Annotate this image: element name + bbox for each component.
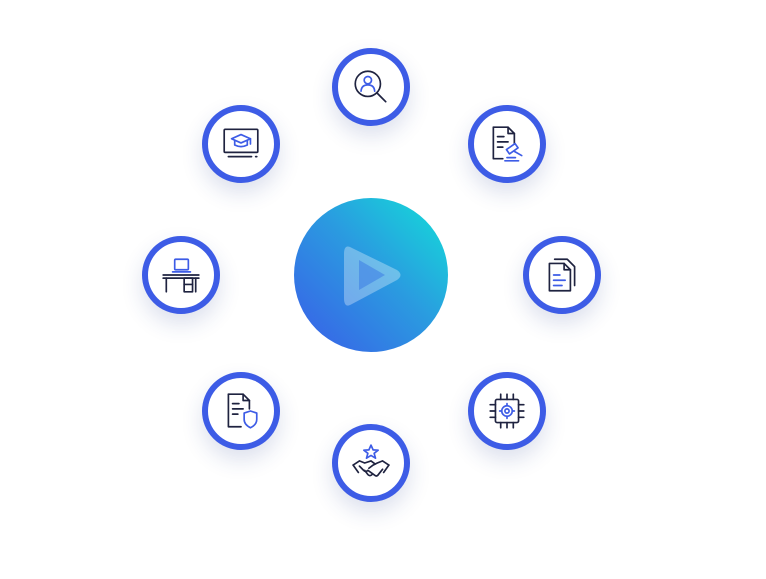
node-workstation[interactable]	[142, 236, 220, 314]
play-icon	[344, 246, 401, 306]
node-handshake[interactable]	[332, 424, 410, 502]
handshake-star-icon	[352, 444, 390, 477]
node-documents[interactable]	[523, 236, 601, 314]
chip-gear-icon	[489, 393, 525, 429]
node-chip-settings[interactable]	[468, 372, 546, 450]
node-legal-document[interactable]	[468, 105, 546, 183]
document-shield-icon	[227, 393, 258, 429]
node-user-search[interactable]	[332, 48, 410, 126]
play-button[interactable]	[294, 198, 448, 352]
documents-icon	[548, 258, 576, 292]
legal-document-gavel-icon	[492, 126, 523, 162]
node-education[interactable]	[202, 105, 280, 183]
graduation-monitor-icon	[223, 128, 259, 158]
node-secure-document[interactable]	[202, 372, 280, 450]
user-search-icon	[354, 70, 387, 103]
computer-desk-icon	[162, 258, 200, 293]
